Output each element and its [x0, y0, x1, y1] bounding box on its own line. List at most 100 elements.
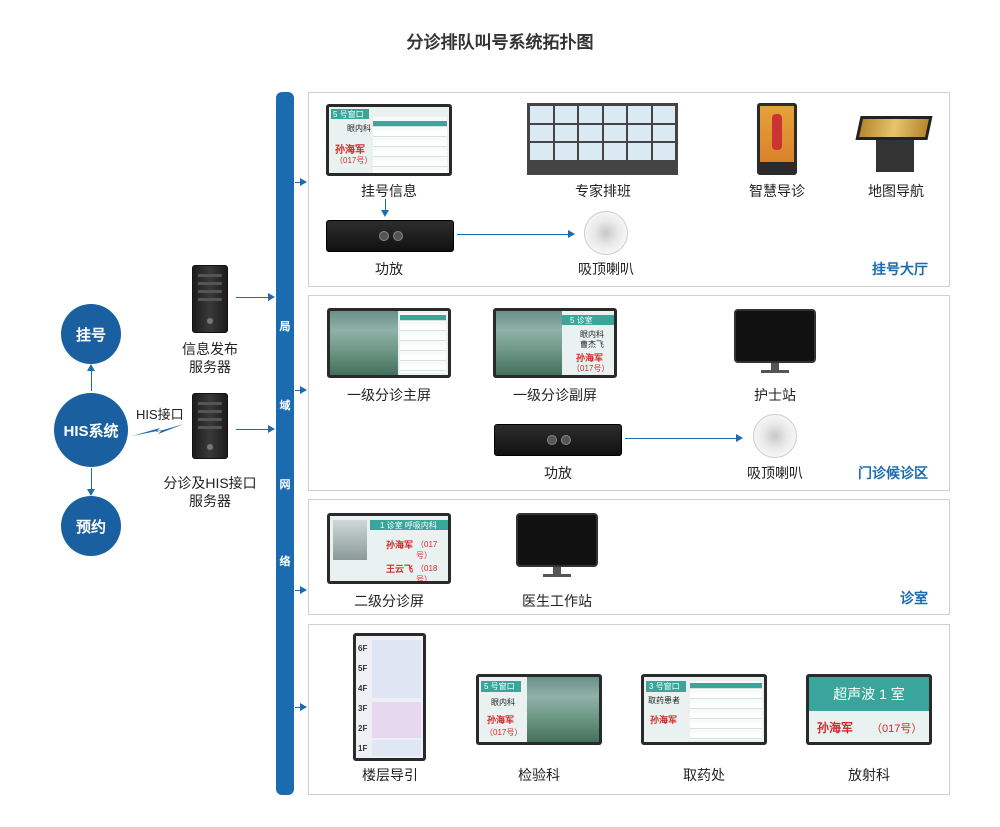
- register-info-screen: 5 号窗口 眼内科 孙海军 （017号）: [326, 104, 452, 176]
- patient-name: 孙海军: [650, 715, 678, 725]
- register-info-label: 挂号信息: [361, 183, 417, 199]
- room-number: 5 诊室: [562, 315, 614, 325]
- second-triage-label: 二级分诊屏: [354, 593, 424, 609]
- arrow-server1-bus: [236, 297, 269, 298]
- arrow-bus-room: [295, 590, 302, 591]
- smart-guide-kiosk: [757, 103, 797, 175]
- speaker-label-2: 吸顶喇叭: [747, 465, 803, 481]
- radiology-room: 超声波 1 室: [809, 677, 929, 711]
- floor-6f: 6F: [358, 644, 368, 653]
- floor-guide-label: 楼层导引: [362, 767, 418, 783]
- arrow-head-up-icon: [87, 364, 95, 371]
- speaker-label: 吸顶喇叭: [578, 261, 634, 277]
- floor-2f: 2F: [358, 724, 368, 733]
- amp-label-2: 功放: [544, 465, 572, 481]
- triage-server-icon: [192, 393, 228, 459]
- pharmacy-label: 取药处: [683, 767, 725, 783]
- arrow-head-right-icon: [300, 586, 307, 594]
- expert-schedule-wall: [527, 103, 678, 175]
- floor-1f: 1F: [358, 744, 368, 753]
- arrow-bus-other: [295, 707, 302, 708]
- register-node: 挂号: [61, 304, 121, 364]
- info-server-icon: [192, 265, 228, 333]
- arrow-head-down-icon: [381, 210, 389, 217]
- arrow-amp-speaker-2: [625, 438, 737, 439]
- patient-number: （017号）: [871, 723, 923, 735]
- arrow-head-right-icon: [568, 230, 575, 238]
- map-nav-table: [855, 116, 933, 140]
- map-nav-stand: [876, 140, 914, 172]
- main-triage-screen: [327, 308, 451, 378]
- floor-5f: 5F: [358, 664, 368, 673]
- patient-name: 孙海军: [487, 715, 515, 725]
- patient-name: 孙海军: [335, 145, 365, 156]
- lightning-icon: [132, 424, 184, 436]
- arrow-bus-hall: [295, 182, 302, 183]
- monitor-stand: [553, 567, 561, 575]
- floor-guide-screen: 6F 5F 4F 3F 2F 1F: [353, 633, 426, 761]
- window-number: 5 号窗口: [331, 109, 369, 119]
- second-triage-screen: 1 诊室 呼吸内科 孙海军 （017号） 王云飞 （018号）: [327, 513, 451, 584]
- doctor-monitor: [516, 513, 598, 567]
- amp-label: 功放: [375, 261, 403, 277]
- floor-4f: 4F: [358, 684, 368, 693]
- radiology-label: 放射科: [848, 767, 890, 783]
- zone-hall-label: 挂号大厅: [872, 261, 928, 277]
- dept-text: 眼内科: [491, 698, 515, 707]
- monitor-base: [761, 370, 789, 373]
- smart-guide-label: 智慧导诊: [749, 183, 805, 199]
- window-number: 5 号窗口: [481, 681, 521, 692]
- lab-screen: 5 号窗口 眼内科 孙海军 （017号）: [476, 674, 602, 745]
- sub-triage-screen: 5 诊室 眼内科 曹杰飞 孙海军 （017号）: [493, 308, 617, 378]
- patient-name-1: 孙海军: [386, 540, 414, 550]
- arrow-head-right-icon: [300, 386, 307, 394]
- pharmacy-screen: 3 号窗口 取药患者 孙海军: [641, 674, 767, 745]
- patient-number: （017号）: [572, 364, 610, 373]
- his-interface-label: HIS接口: [136, 407, 184, 422]
- arrow-head-right-icon: [736, 434, 743, 442]
- appointment-node: 预约: [61, 496, 121, 556]
- window-number: 3 号窗口: [646, 681, 686, 692]
- arrow-bus-waiting: [295, 390, 302, 391]
- patient-name: 孙海军: [817, 721, 854, 735]
- doctor-name: 曹杰飞: [580, 340, 604, 349]
- expert-schedule-label: 专家排班: [575, 183, 631, 199]
- arrow-head-right-icon: [300, 703, 307, 711]
- triage-server-label: 分诊及HIS接口 服务器: [163, 475, 257, 509]
- bus-label-4: 络: [279, 556, 291, 568]
- lan-bus: [276, 92, 294, 795]
- room-title: 1 诊室 呼吸内科: [370, 520, 448, 530]
- map-nav-label: 地图导航: [868, 183, 924, 199]
- speaker-icon: [584, 211, 628, 255]
- bus-label-1: 局: [279, 321, 291, 333]
- patient-number: （017号）: [335, 156, 373, 165]
- amplifier-icon: [494, 424, 622, 456]
- monitor-stand: [771, 363, 779, 371]
- zone-room-label: 诊室: [900, 590, 928, 606]
- patient-name-2: 王云飞: [386, 564, 414, 574]
- arrow-head-right-icon: [268, 425, 275, 433]
- his-node: HIS系统: [54, 393, 128, 467]
- speaker-icon: [753, 414, 797, 458]
- radiology-screen: 超声波 1 室 孙海军 （017号）: [806, 674, 932, 745]
- lab-label: 检验科: [518, 767, 560, 783]
- patient-name: 孙海军: [576, 353, 604, 363]
- nurse-station-label: 护士站: [754, 387, 796, 403]
- arrow-info-amp: [385, 199, 386, 211]
- arrow-his-appointment: [91, 468, 92, 490]
- arrow-server2-bus: [236, 429, 269, 430]
- doctor-ws-label: 医生工作站: [522, 593, 592, 609]
- nurse-monitor: [734, 309, 816, 363]
- zone-waiting-label: 门诊候诊区: [858, 465, 928, 481]
- patient-number-2: （018号）: [416, 564, 438, 581]
- arrow-head-right-icon: [300, 178, 307, 186]
- patient-number: （017号）: [485, 728, 523, 737]
- floor-3f: 3F: [358, 704, 368, 713]
- patient-number-1: （017号）: [416, 540, 438, 560]
- bus-label-3: 网: [279, 479, 291, 491]
- amplifier-icon: [326, 220, 454, 252]
- dept-text: 眼内科: [580, 330, 604, 339]
- monitor-base: [543, 574, 571, 577]
- info-server-label: 信息发布 服务器: [182, 341, 238, 375]
- pharmacy-subtitle: 取药患者: [648, 696, 680, 705]
